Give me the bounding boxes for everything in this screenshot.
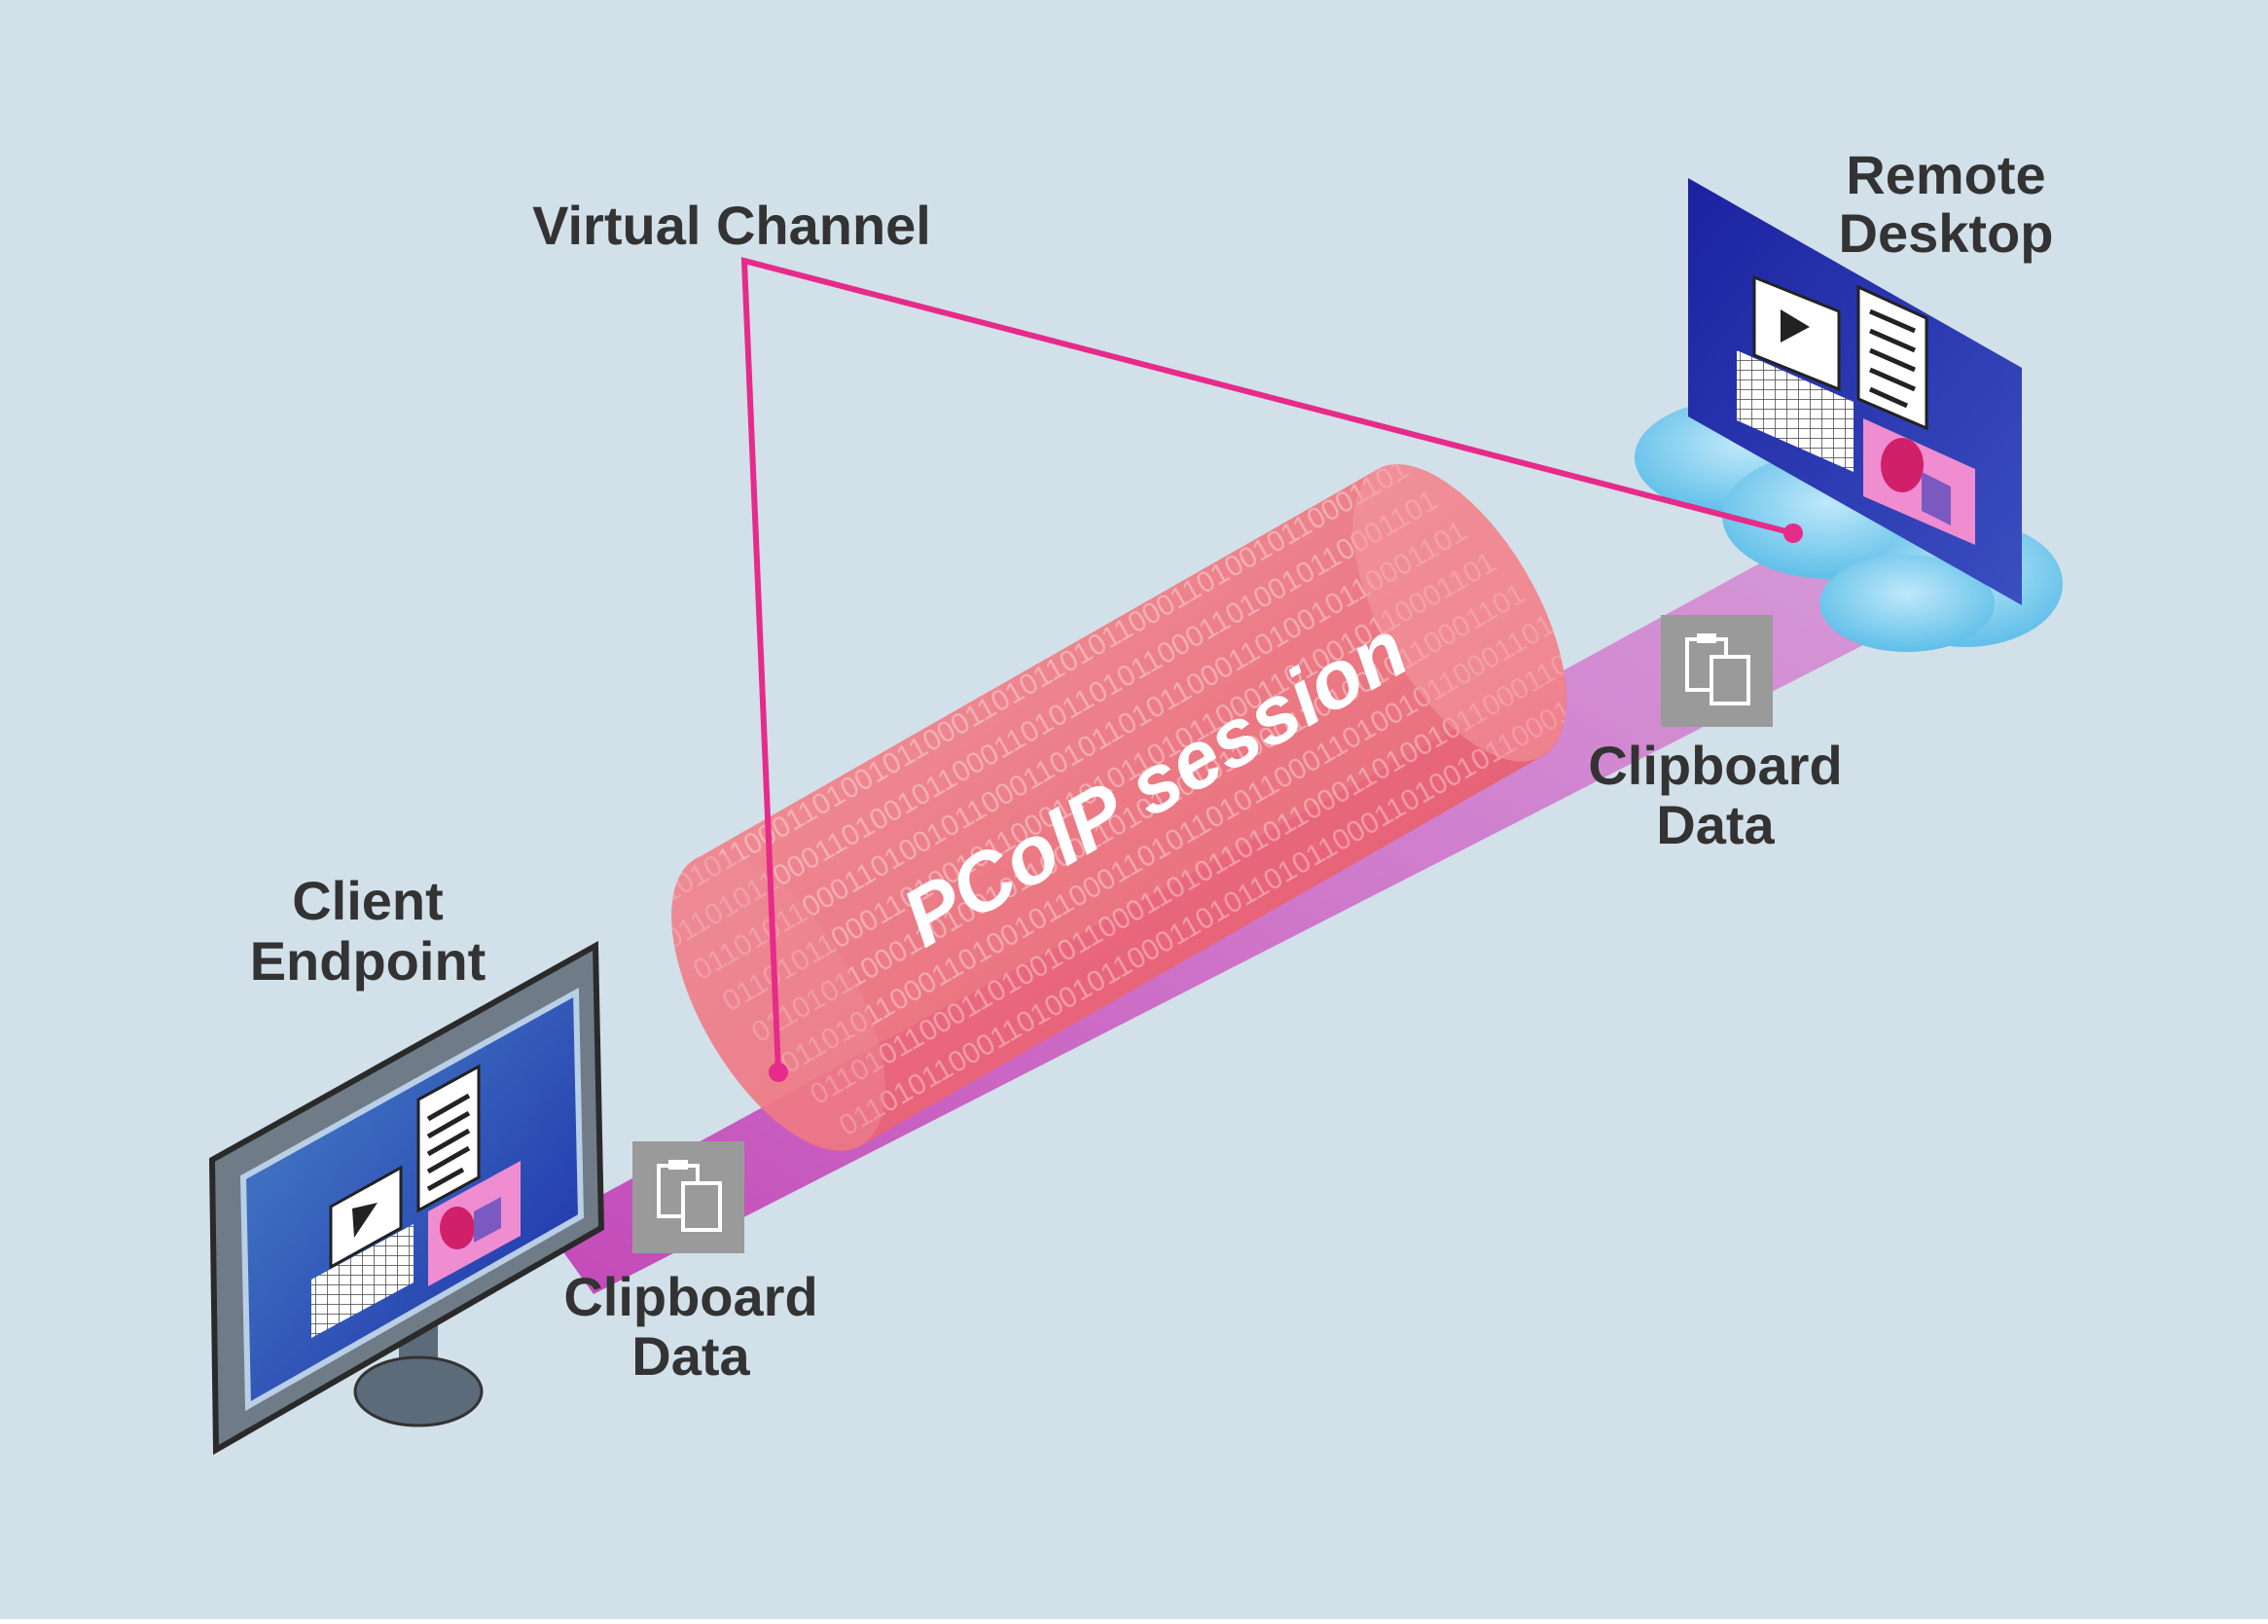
video-icon xyxy=(1752,274,1841,392)
cloud-icon xyxy=(1635,399,2063,652)
clipboard-data-label-line2: Data xyxy=(631,1325,750,1387)
clipboard-icon xyxy=(632,1141,744,1253)
video-icon xyxy=(329,1165,403,1270)
clipboard-data-label-line2: Data xyxy=(1656,794,1775,855)
remote-desktop-screen xyxy=(1688,178,2022,605)
clipboard-data-label-line1: Clipboard xyxy=(1588,735,1842,796)
monitor-icon xyxy=(208,940,605,1456)
document-icon xyxy=(1856,284,1928,431)
channel-endpoint-dot xyxy=(1783,523,1803,543)
clipboard-icon xyxy=(1661,615,1773,727)
clipboard-data-label-line1: Clipboard xyxy=(563,1266,817,1327)
spreadsheet-icon xyxy=(1737,350,1854,472)
client-endpoint-label-line2: Endpoint xyxy=(250,930,486,992)
document-icon xyxy=(416,1064,481,1213)
remote-desktop-label-line1: Remote xyxy=(1846,144,2045,205)
client-endpoint-label-line1: Client xyxy=(292,870,444,931)
remote-desktop-label-line2: Desktop xyxy=(1839,202,2054,264)
channel-endpoint-dot xyxy=(769,1063,788,1082)
spreadsheet-icon xyxy=(311,1224,414,1338)
virtual-channel-lines xyxy=(740,257,1803,1082)
virtual-channel-label: Virtual Channel xyxy=(532,195,931,256)
shapes-icon xyxy=(428,1161,521,1286)
shapes-icon xyxy=(1863,418,1975,545)
